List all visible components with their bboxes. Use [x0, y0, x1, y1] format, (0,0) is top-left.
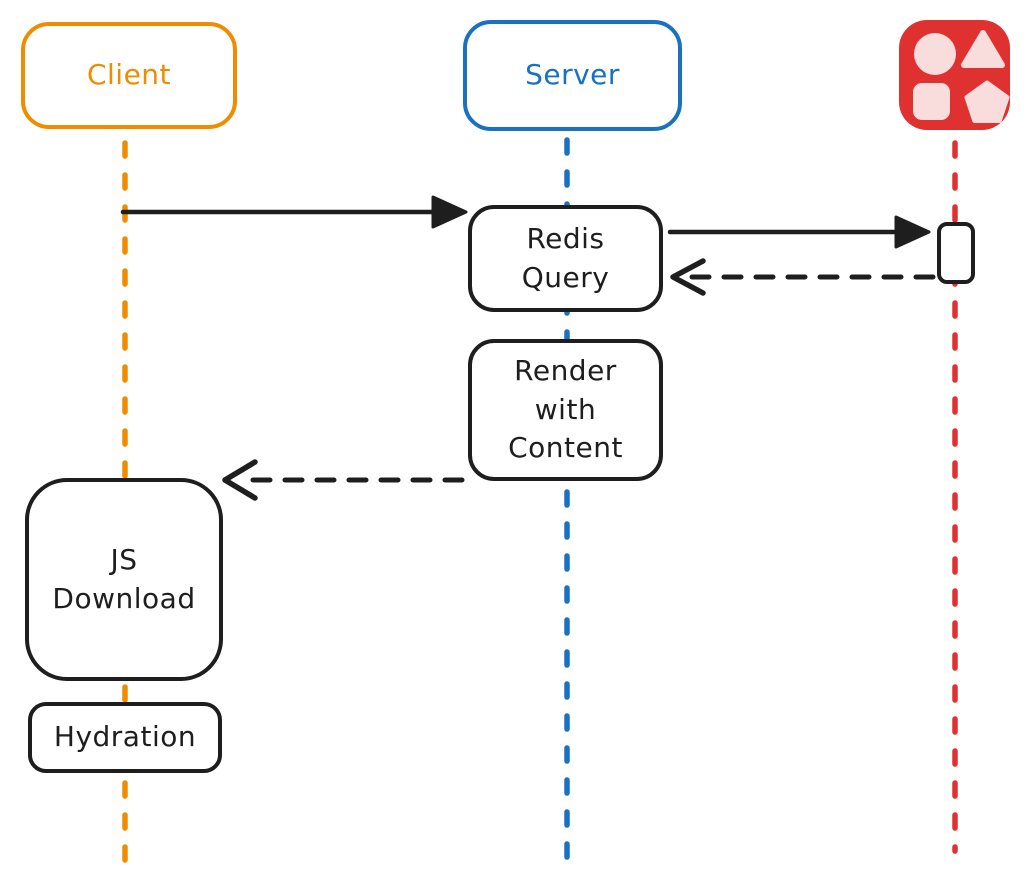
node-redis-query: Redis Query	[468, 205, 663, 312]
node-render-with-content-label: Render with Content	[508, 354, 623, 465]
node-js-download-label: JS Download	[52, 542, 196, 615]
node-render-with-content: Render with Content	[468, 339, 663, 481]
edge-client-to-redis-query	[120, 195, 468, 229]
node-hydration: Hydration	[28, 702, 222, 773]
edge-datastore-to-redis-query	[670, 258, 936, 296]
edge-redis-query-to-datastore	[667, 215, 931, 249]
actor-datastore	[899, 20, 1010, 130]
shapes-icon	[899, 20, 1010, 130]
node-redis-query-label: Redis Query	[521, 221, 610, 294]
node-js-download: JS Download	[25, 478, 223, 681]
actor-client: Client	[21, 22, 237, 129]
actor-server-label: Server	[525, 58, 620, 92]
edge-render-to-js-download	[222, 459, 465, 501]
actor-client-label: Client	[86, 58, 172, 92]
node-hydration-label: Hydration	[53, 720, 197, 754]
actor-server: Server	[463, 20, 682, 131]
datastore-activation-bar	[937, 222, 975, 284]
